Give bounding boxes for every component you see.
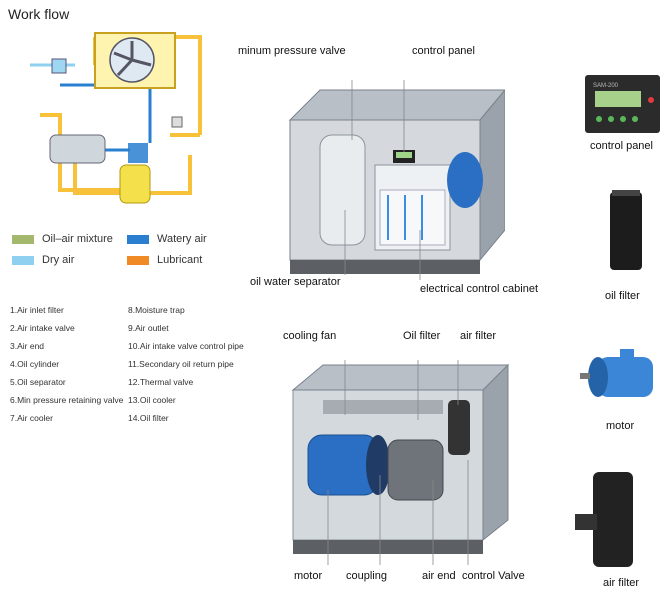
label-cooling-fan: cooling fan: [283, 330, 337, 342]
panel-display-text: SAM-200: [593, 83, 619, 89]
label-oil-water-separator: oil water separator: [250, 276, 341, 288]
legend-oil-air: Oil–air mixture: [12, 233, 113, 245]
side-label-control-panel: control panel: [590, 140, 653, 152]
page-title: Work flow: [8, 6, 70, 22]
side-label-air-filter: air filter: [603, 577, 640, 589]
part-item: 6.Min pressure retaining valve: [10, 395, 124, 405]
part-item: 9.Air outlet: [128, 323, 169, 333]
label-control-panel: control panel: [412, 45, 475, 57]
compressor-cutaway-bottom: [291, 360, 510, 565]
oil-filter-image: [610, 190, 642, 270]
part-item: 4.Oil cylinder: [10, 359, 60, 369]
legend-swatch: [12, 234, 34, 244]
part-item: 2.Air intake valve: [10, 323, 75, 333]
workflow-schematic: [30, 32, 202, 204]
compressor-cutaway-top: [288, 80, 505, 280]
label-oil-filter: Oil filter: [403, 330, 441, 342]
part-item: 5.Oil separator: [10, 377, 66, 387]
legend-label: Dry air: [42, 254, 75, 266]
label-control-valve: control Valve: [462, 570, 525, 582]
label-electrical-cabinet: electrical control cabinet: [420, 283, 539, 295]
legend-dry-air: Dry air: [12, 254, 74, 266]
legend-watery-air: Watery air: [127, 233, 207, 245]
part-item: 8.Moisture trap: [128, 305, 185, 315]
part-item: 1.Air inlet filter: [10, 305, 64, 315]
legend-swatch: [127, 234, 149, 244]
label-air-end: air end: [422, 570, 456, 582]
label-coupling: coupling: [346, 570, 387, 582]
control-panel-image: SAM-200: [585, 75, 660, 133]
part-item: 11.Secondary oil return pipe: [128, 359, 234, 369]
air-filter-image: [575, 472, 633, 567]
motor-image: [580, 349, 653, 397]
side-label-motor: motor: [606, 420, 635, 432]
part-item: 14.Oil filter: [128, 413, 169, 423]
label-air-filter: air filter: [460, 330, 497, 342]
part-item: 3.Air end: [10, 341, 45, 351]
legend-label: Lubricant: [157, 254, 203, 266]
side-label-oil-filter: oil filter: [605, 290, 640, 302]
label-min-pressure-valve: minum pressure valve: [238, 45, 346, 57]
label-motor: motor: [294, 570, 323, 582]
legend-swatch: [12, 255, 34, 265]
legend-label: Oil–air mixture: [42, 233, 113, 245]
legend-swatch: [127, 255, 149, 265]
legend-label: Watery air: [157, 233, 207, 245]
part-item: 10.Air intake valve control pipe: [128, 341, 244, 351]
part-item: 13.Oil cooler: [128, 395, 176, 405]
part-item: 7.Air cooler: [10, 413, 53, 423]
part-item: 12.Thermal valve: [128, 377, 194, 387]
legend-lubricant: Lubricant: [127, 254, 202, 266]
